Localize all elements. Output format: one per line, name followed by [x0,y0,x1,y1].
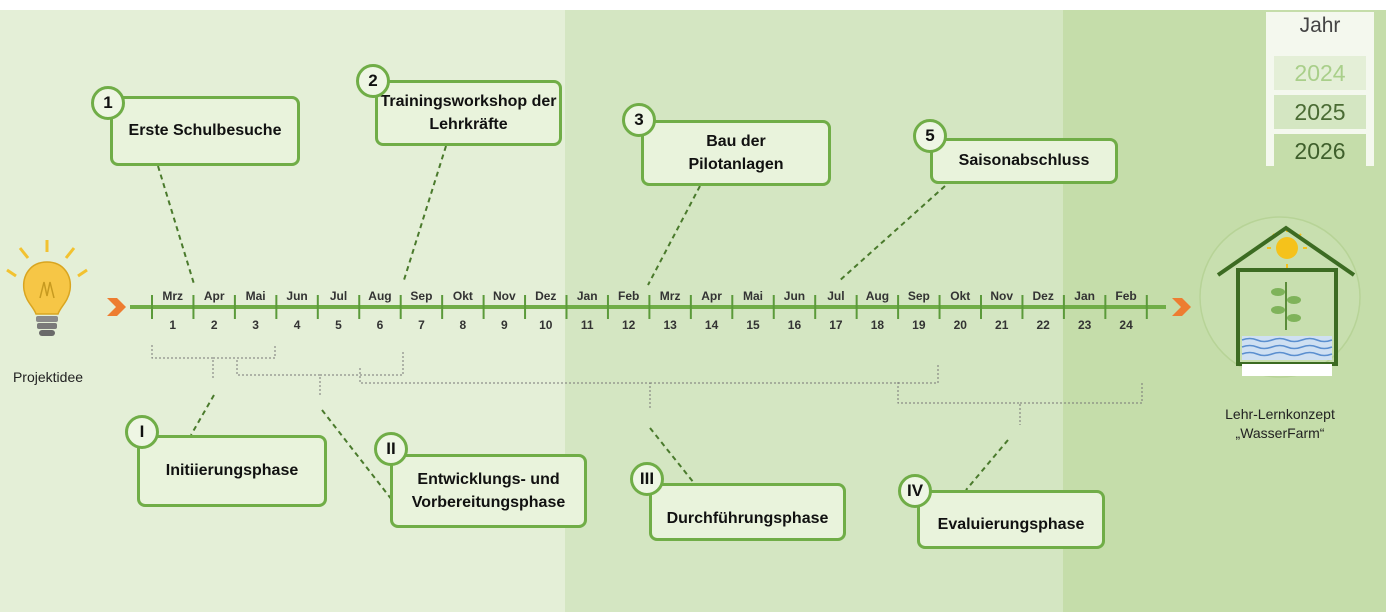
month-label: Jul [330,289,347,303]
phase-box-3: Durchführungsphase [649,483,846,541]
month-label: Mrz [660,289,681,303]
month-number: 23 [1078,318,1092,332]
month-number: 12 [622,318,636,332]
month-number: 2 [211,318,218,332]
brace-phase-3 [359,365,939,410]
month-label: Jul [827,289,844,303]
connector-milestone-3 [647,185,701,286]
month-label: Jan [577,289,598,303]
month-label: Okt [453,289,473,303]
milestone-label-1: Erste Schulbesuche [128,122,282,140]
month-label: Jun [286,289,307,303]
month-label: Feb [618,289,639,303]
milestone-label-2: Trainingsworkshop der Lehrkräfte [380,92,557,133]
month-number: 1 [169,318,176,332]
phase-box-2: Entwicklungs- und Vorbereitungsphase [390,454,587,528]
milestone-box-3: Bau der Pilotanlagen [641,120,831,186]
end-label-line1: Lehr-Lernkonzept [1225,406,1335,422]
chevron-right-icon [1172,298,1191,316]
month-number: 21 [995,318,1009,332]
month-label: Dez [535,289,556,303]
milestone-badge-3: 3 [622,103,656,137]
month-label: Sep [908,289,930,303]
connector-phase-3 [649,427,695,484]
connector-milestone-5 [837,185,946,283]
month-number: 14 [705,318,719,332]
phase-badge-1: I [125,415,159,449]
month-number: 24 [1119,318,1133,332]
month-number: 18 [871,318,885,332]
month-label: Apr [701,289,722,303]
month-number: 6 [377,318,384,332]
legend-item-2026: 2026 [1274,134,1366,168]
month-label: Jun [784,289,805,303]
brace-phase-4 [897,382,1143,425]
milestone-label-3: Bau der Pilotanlagen [688,132,784,173]
phase-label-4: Evaluierungsphase [937,515,1085,533]
month-label: Mai [246,289,266,303]
milestone-box-5: Saisonabschluss [930,138,1118,184]
phase-badge-2: II [374,432,408,466]
brace-phase-2 [236,350,404,395]
month-label: Nov [493,289,516,303]
month-number: 9 [501,318,508,332]
month-label: Nov [990,289,1013,303]
connector-milestone-1 [157,165,195,285]
month-number: 5 [335,318,342,332]
connector-phase-1 [190,394,215,436]
milestone-box-2: Trainingsworkshop der Lehrkräfte [375,80,562,146]
phase-badge-3: III [630,462,664,496]
month-label: Okt [950,289,970,303]
connector-milestone-2 [403,145,447,281]
milestone-badge-1: 1 [91,86,125,120]
start-label: Projektidee [12,369,84,385]
legend-item-2025: 2025 [1274,95,1366,129]
milestone-badge-2: 2 [356,64,390,98]
connector-phase-2 [321,409,393,501]
month-number: 17 [829,318,843,332]
chevron-right-icon [107,298,126,316]
greenhouse-icon [1199,216,1361,378]
end-label-line2: „WasserFarm“ [1235,424,1325,441]
month-number: 13 [663,318,677,332]
milestone-badge-5: 5 [913,119,947,153]
lightbulb-icon [6,240,88,336]
month-label: Aug [866,289,889,303]
year-legend: Jahr 2024 2025 2026 [1266,12,1374,168]
milestone-box-1: Erste Schulbesuche [110,96,300,166]
month-label: Aug [368,289,391,303]
month-label: Mai [743,289,763,303]
month-number: 15 [746,318,760,332]
phase-label-2: Entwicklungs- und Vorbereitungsphase [411,470,566,511]
month-number: 16 [788,318,802,332]
month-number: 10 [539,318,553,332]
month-label: Dez [1033,289,1054,303]
month-label: Sep [410,289,432,303]
phase-label-3: Durchführungsphase [666,510,829,528]
month-number: 22 [1036,318,1050,332]
brace-phase-1 [151,345,276,380]
month-label: Mrz [162,289,183,303]
phase-badge-4: IV [898,474,932,508]
month-number: 11 [581,318,594,332]
phase-box-4: Evaluierungsphase [917,490,1105,549]
month-number: 7 [418,318,425,332]
month-number: 8 [460,318,467,332]
month-label: Feb [1115,289,1136,303]
connector-phase-4 [965,439,1009,491]
month-label: Jan [1074,289,1095,303]
legend-item-2024: 2024 [1274,56,1366,90]
month-number: 4 [294,318,301,332]
month-label: Apr [204,289,225,303]
phase-box-1: Initiierungsphase [137,435,327,507]
month-number: 20 [954,318,968,332]
legend-title: Jahr [1299,14,1341,37]
end-label: Lehr-Lernkonzept „WasserFarm“ [1205,405,1355,443]
month-number: 3 [252,318,259,332]
month-number: 19 [912,318,926,332]
phase-label-1: Initiierungsphase [165,462,299,480]
milestone-label-5: Saisonabschluss [958,152,1090,170]
